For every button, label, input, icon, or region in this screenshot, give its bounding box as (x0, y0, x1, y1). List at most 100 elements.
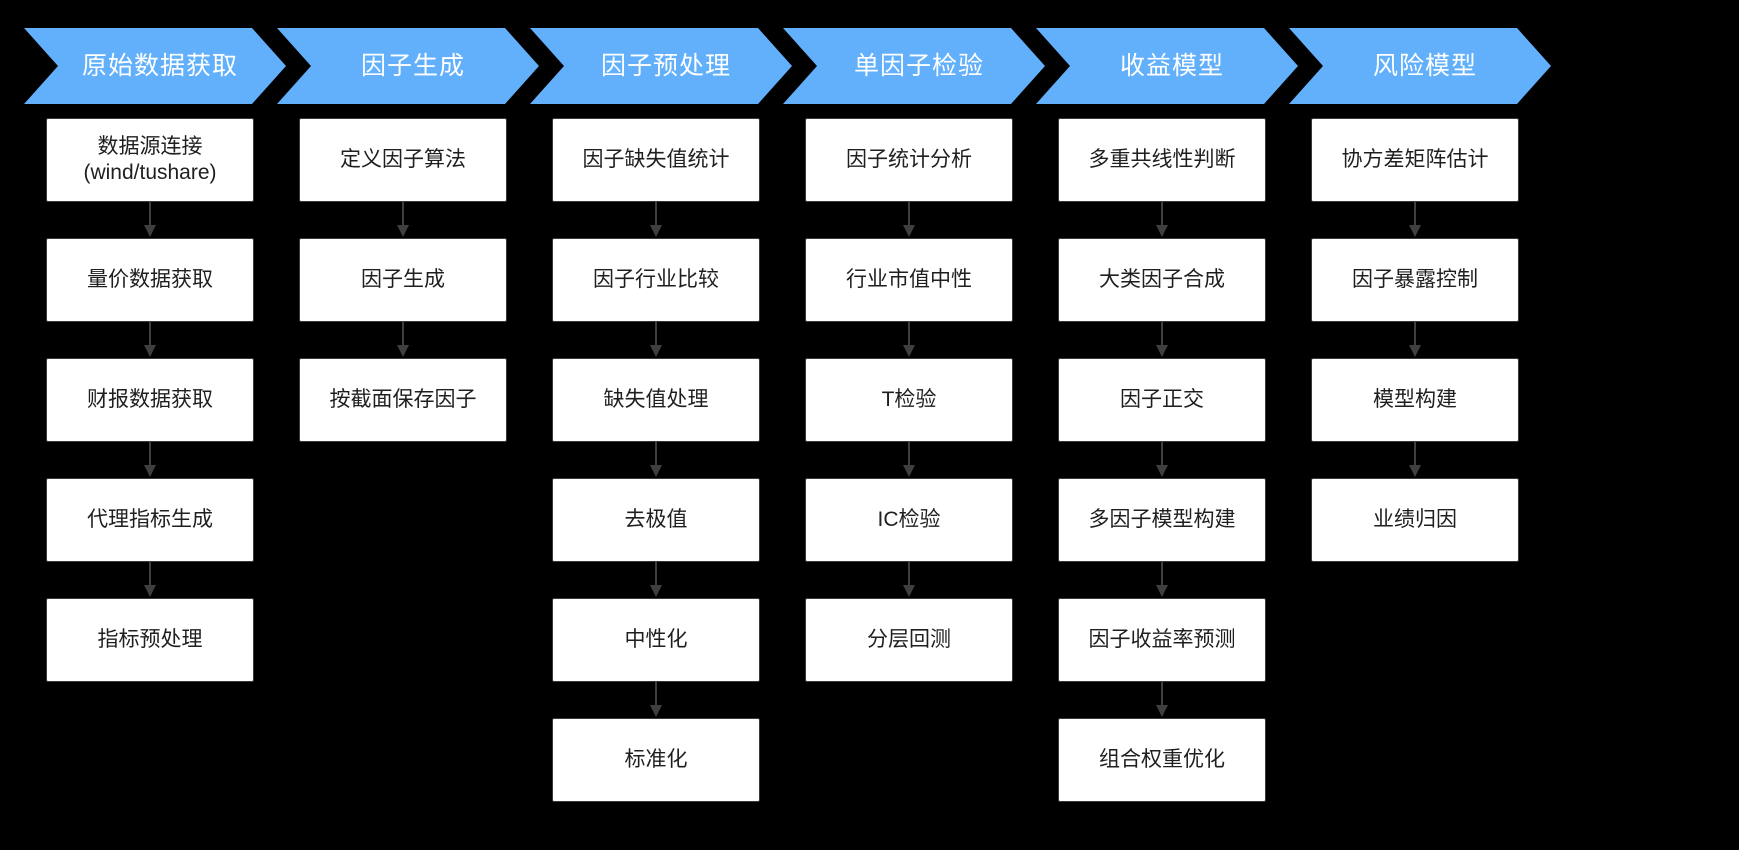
arrow-shaft (1161, 442, 1163, 468)
process-node[interactable]: 因子暴露控制 (1311, 238, 1519, 322)
arrow-shaft (149, 202, 151, 228)
process-node[interactable]: 量价数据获取 (46, 238, 254, 322)
process-node-label: T检验 (881, 388, 937, 412)
process-node[interactable]: 因子收益率预测 (1058, 598, 1266, 682)
process-node[interactable]: 大类因子合成 (1058, 238, 1266, 322)
flow-arrow (805, 442, 1013, 478)
process-node[interactable]: 分层回测 (805, 598, 1013, 682)
process-node[interactable]: 组合权重优化 (1058, 718, 1266, 802)
arrow-head-icon (1408, 225, 1421, 237)
flow-arrow (1058, 322, 1266, 358)
flow-arrow (805, 322, 1013, 358)
process-node[interactable]: 指标预处理 (46, 598, 254, 682)
flow-arrow (46, 442, 254, 478)
process-node-label: 因子正交 (1120, 388, 1204, 412)
process-node[interactable]: 标准化 (552, 718, 760, 802)
arrow-shaft (1161, 202, 1163, 228)
arrow-shaft (655, 322, 657, 348)
stage-header-1[interactable]: 原始数据获取 (24, 28, 286, 104)
process-node[interactable]: 去极值 (552, 478, 760, 562)
arrow-shaft (1414, 322, 1416, 348)
arrow-head-icon (1408, 345, 1421, 357)
process-node-label: 行业市值中性 (846, 268, 972, 292)
process-node[interactable]: 协方差矩阵估计 (1311, 118, 1519, 202)
stage-header-2[interactable]: 因子生成 (277, 28, 539, 104)
process-node[interactable]: 模型构建 (1311, 358, 1519, 442)
process-node[interactable]: 业绩归因 (1311, 478, 1519, 562)
process-node-label: 大类因子合成 (1099, 268, 1225, 292)
process-node[interactable]: IC检验 (805, 478, 1013, 562)
flow-arrow (46, 202, 254, 238)
stage-column-4: 因子统计分析行业市值中性 T检验 IC检验分层回测 (805, 118, 1013, 682)
arrow-shaft (402, 202, 404, 228)
process-node[interactable]: 多重共线性判断 (1058, 118, 1266, 202)
arrow-shaft (908, 442, 910, 468)
process-node[interactable]: 中性化 (552, 598, 760, 682)
stage-header-label: 因子预处理 (600, 51, 731, 80)
process-node[interactable]: 缺失值处理 (552, 358, 760, 442)
arrow-head-icon (649, 465, 662, 477)
arrow-head-icon (143, 465, 156, 477)
flow-arrow (1058, 202, 1266, 238)
process-node[interactable]: 因子正交 (1058, 358, 1266, 442)
process-node-label: 因子统计分析 (846, 148, 972, 172)
arrow-head-icon (649, 345, 662, 357)
arrow-head-icon (1155, 465, 1168, 477)
arrow-head-icon (902, 225, 915, 237)
arrow-shaft (1161, 562, 1163, 588)
stage-column-2: 定义因子算法因子生成按截面保存因子 (299, 118, 507, 442)
process-node-label: 标准化 (624, 748, 688, 772)
arrow-head-icon (649, 585, 662, 597)
process-node[interactable]: 因子缺失值统计 (552, 118, 760, 202)
stage-column-1: 数据源连接 (wind/tushare) 量价数据获取财报数据获取代理指标生成指标… (46, 118, 254, 682)
arrow-shaft (402, 322, 404, 348)
arrow-head-icon (902, 465, 915, 477)
process-node-label: 因子生成 (361, 268, 445, 292)
process-node[interactable]: T检验 (805, 358, 1013, 442)
arrow-head-icon (1155, 585, 1168, 597)
stage-header-5[interactable]: 收益模型 (1036, 28, 1298, 104)
process-node[interactable]: 定义因子算法 (299, 118, 507, 202)
process-node[interactable]: 代理指标生成 (46, 478, 254, 562)
flow-arrow (1311, 442, 1519, 478)
process-node[interactable]: 按截面保存因子 (299, 358, 507, 442)
flow-arrow (552, 562, 760, 598)
process-node-label: 组合权重优化 (1099, 748, 1225, 772)
process-node[interactable]: 因子生成 (299, 238, 507, 322)
process-node-label: 多重共线性判断 (1088, 148, 1236, 172)
arrow-head-icon (396, 345, 409, 357)
process-node[interactable]: 因子统计分析 (805, 118, 1013, 202)
stage-header-label: 因子生成 (360, 51, 465, 80)
process-node-label: 因子暴露控制 (1352, 268, 1478, 292)
stage-header-band: 原始数据获取 因子生成 因子预处理 单因子检验 收益模型风险模型 (0, 28, 1739, 104)
arrow-shaft (655, 682, 657, 708)
stage-header-4[interactable]: 单因子检验 (783, 28, 1045, 104)
process-node-label: 财报数据获取 (87, 388, 213, 412)
arrow-shaft (655, 202, 657, 228)
arrow-shaft (908, 322, 910, 348)
arrow-shaft (655, 562, 657, 588)
stage-header-3[interactable]: 因子预处理 (530, 28, 792, 104)
process-node[interactable]: 行业市值中性 (805, 238, 1013, 322)
process-node-label: 数据源连接 (wind/tushare) (83, 135, 217, 184)
process-node-label: 多因子模型构建 (1088, 508, 1236, 532)
process-node-label: 去极值 (624, 508, 688, 532)
process-node[interactable]: 数据源连接 (wind/tushare) (46, 118, 254, 202)
arrow-shaft (1161, 682, 1163, 708)
arrow-shaft (1414, 202, 1416, 228)
flow-arrow (552, 202, 760, 238)
process-node[interactable]: 多因子模型构建 (1058, 478, 1266, 562)
arrow-head-icon (143, 345, 156, 357)
stage-header-6[interactable]: 风险模型 (1289, 28, 1551, 104)
arrow-head-icon (649, 705, 662, 717)
process-node-label: 量价数据获取 (87, 268, 213, 292)
arrow-shaft (149, 442, 151, 468)
stage-header-label: 单因子检验 (853, 51, 984, 80)
process-node[interactable]: 因子行业比较 (552, 238, 760, 322)
stage-column-3: 因子缺失值统计因子行业比较缺失值处理去极值中性化标准化 (552, 118, 760, 802)
arrow-head-icon (1155, 225, 1168, 237)
process-node-label: 中性化 (624, 628, 688, 652)
arrow-shaft (149, 322, 151, 348)
process-node[interactable]: 财报数据获取 (46, 358, 254, 442)
